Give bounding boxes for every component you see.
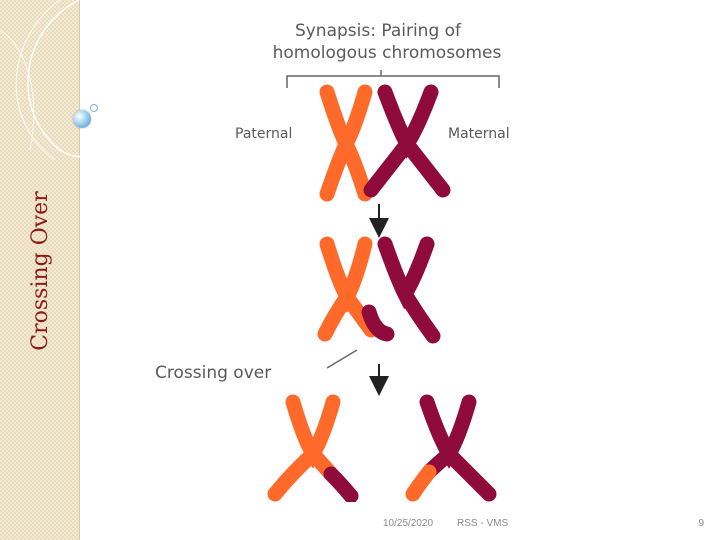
paternal-arm-lower: [317, 284, 379, 342]
decorative-sidebar: [0, 0, 80, 540]
small-bubble-icon: [90, 104, 98, 112]
paternal-chromosome-lower: [319, 126, 373, 202]
stage-3-recombinant: [267, 394, 497, 502]
crossing-over-label: Crossing over: [155, 363, 271, 383]
recombinant-paternal-lower: [267, 443, 339, 502]
recombinant-maternal-right-leg: [441, 446, 497, 502]
recombinant-maternal-upper: [419, 394, 477, 469]
stage-1-synapsis: [319, 84, 451, 202]
crossing-over-pointer: [326, 349, 358, 369]
footer-date: 10/25/2020: [383, 518, 434, 529]
recombinant-paternal-tip: [323, 466, 359, 502]
swirl-decoration: [0, 0, 106, 161]
paternal-label: Paternal: [235, 126, 292, 142]
slide-title: Crossing Over: [28, 191, 53, 351]
footer-source: RSS - VMS: [457, 518, 509, 529]
maternal-arm-upper: [377, 236, 435, 310]
pairing-bracket: [286, 75, 500, 88]
heading-line-2: homologous chromosomes: [273, 43, 502, 63]
maternal-arm-lower: [397, 286, 441, 344]
recombinant-maternal-tip: [405, 464, 437, 502]
diagram-canvas: Synapsis: Pairing of homologous chromoso…: [155, 21, 510, 502]
page-number: 9: [698, 518, 704, 529]
maternal-cross-segment: [361, 304, 395, 342]
bubble-icon: [73, 110, 91, 128]
maternal-label: Maternal: [448, 126, 510, 142]
maternal-chromosome-lower: [363, 131, 451, 198]
heading-line-1: Synapsis: Pairing of: [295, 21, 462, 41]
crossing-over-diagram: Synapsis: Pairing of homologous chromoso…: [143, 12, 613, 502]
stage-2-exchange: [317, 236, 441, 344]
